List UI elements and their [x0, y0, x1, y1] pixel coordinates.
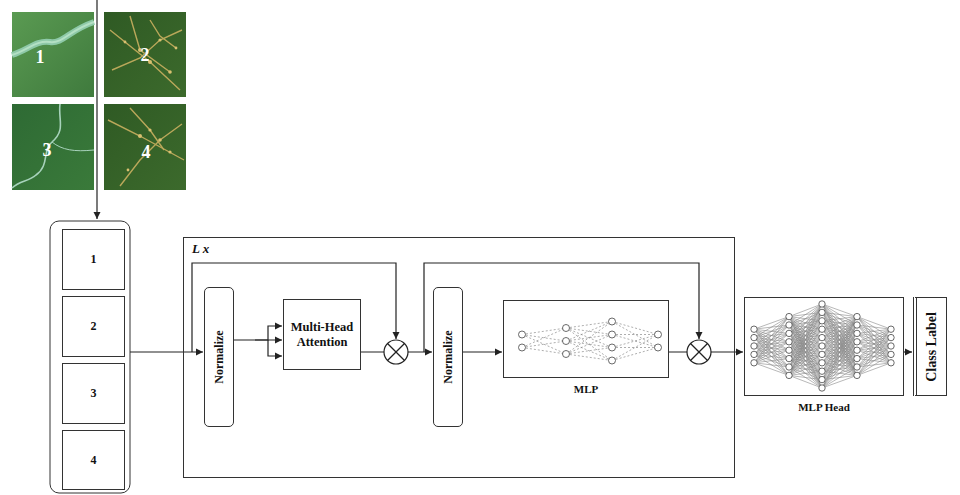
- patch-box: 1: [62, 229, 125, 290]
- patch-box: 3: [62, 363, 125, 424]
- patch-box: 2: [62, 296, 125, 357]
- patch-column: [50, 221, 130, 493]
- patch-box: 4: [62, 430, 125, 490]
- normalize-box: Normalize: [433, 287, 463, 427]
- node-text: MLP: [504, 383, 668, 395]
- split-arrow: [268, 340, 282, 356]
- tile-number: 3: [43, 140, 52, 161]
- node-text: 2: [91, 319, 97, 334]
- node-text: 3: [91, 386, 97, 401]
- tile-number: 1: [36, 47, 45, 68]
- node-text: Normalize: [212, 330, 227, 383]
- node-text: 4: [91, 453, 97, 468]
- mlp-box: MLP: [503, 300, 669, 378]
- node-text: 1: [91, 252, 97, 267]
- node-text: Multi-Head Attention: [287, 320, 357, 349]
- connector: [463, 351, 502, 352]
- node-text: Normalize: [441, 330, 456, 383]
- tile-number: 2: [141, 45, 150, 66]
- split-arrow: [255, 326, 282, 340]
- normalize-box: Normalize: [204, 287, 234, 427]
- attention-box: Multi-Head Attention: [283, 299, 361, 370]
- node-text: L x: [192, 241, 209, 257]
- input-arrow: [96, 0, 97, 219]
- class-label-box: Class Label: [913, 297, 947, 396]
- encoder-block: L x Normalize Multi-Head Attention Normaliz…: [183, 237, 735, 478]
- tile-number: 4: [142, 142, 151, 163]
- node-text: Class Label: [924, 312, 940, 382]
- satellite-tiles: [12, 12, 186, 190]
- skip-connection: [424, 263, 699, 352]
- mlp-head-box: MLP Head: [744, 297, 904, 396]
- node-text: MLP Head: [745, 401, 903, 413]
- connector: [904, 351, 912, 352]
